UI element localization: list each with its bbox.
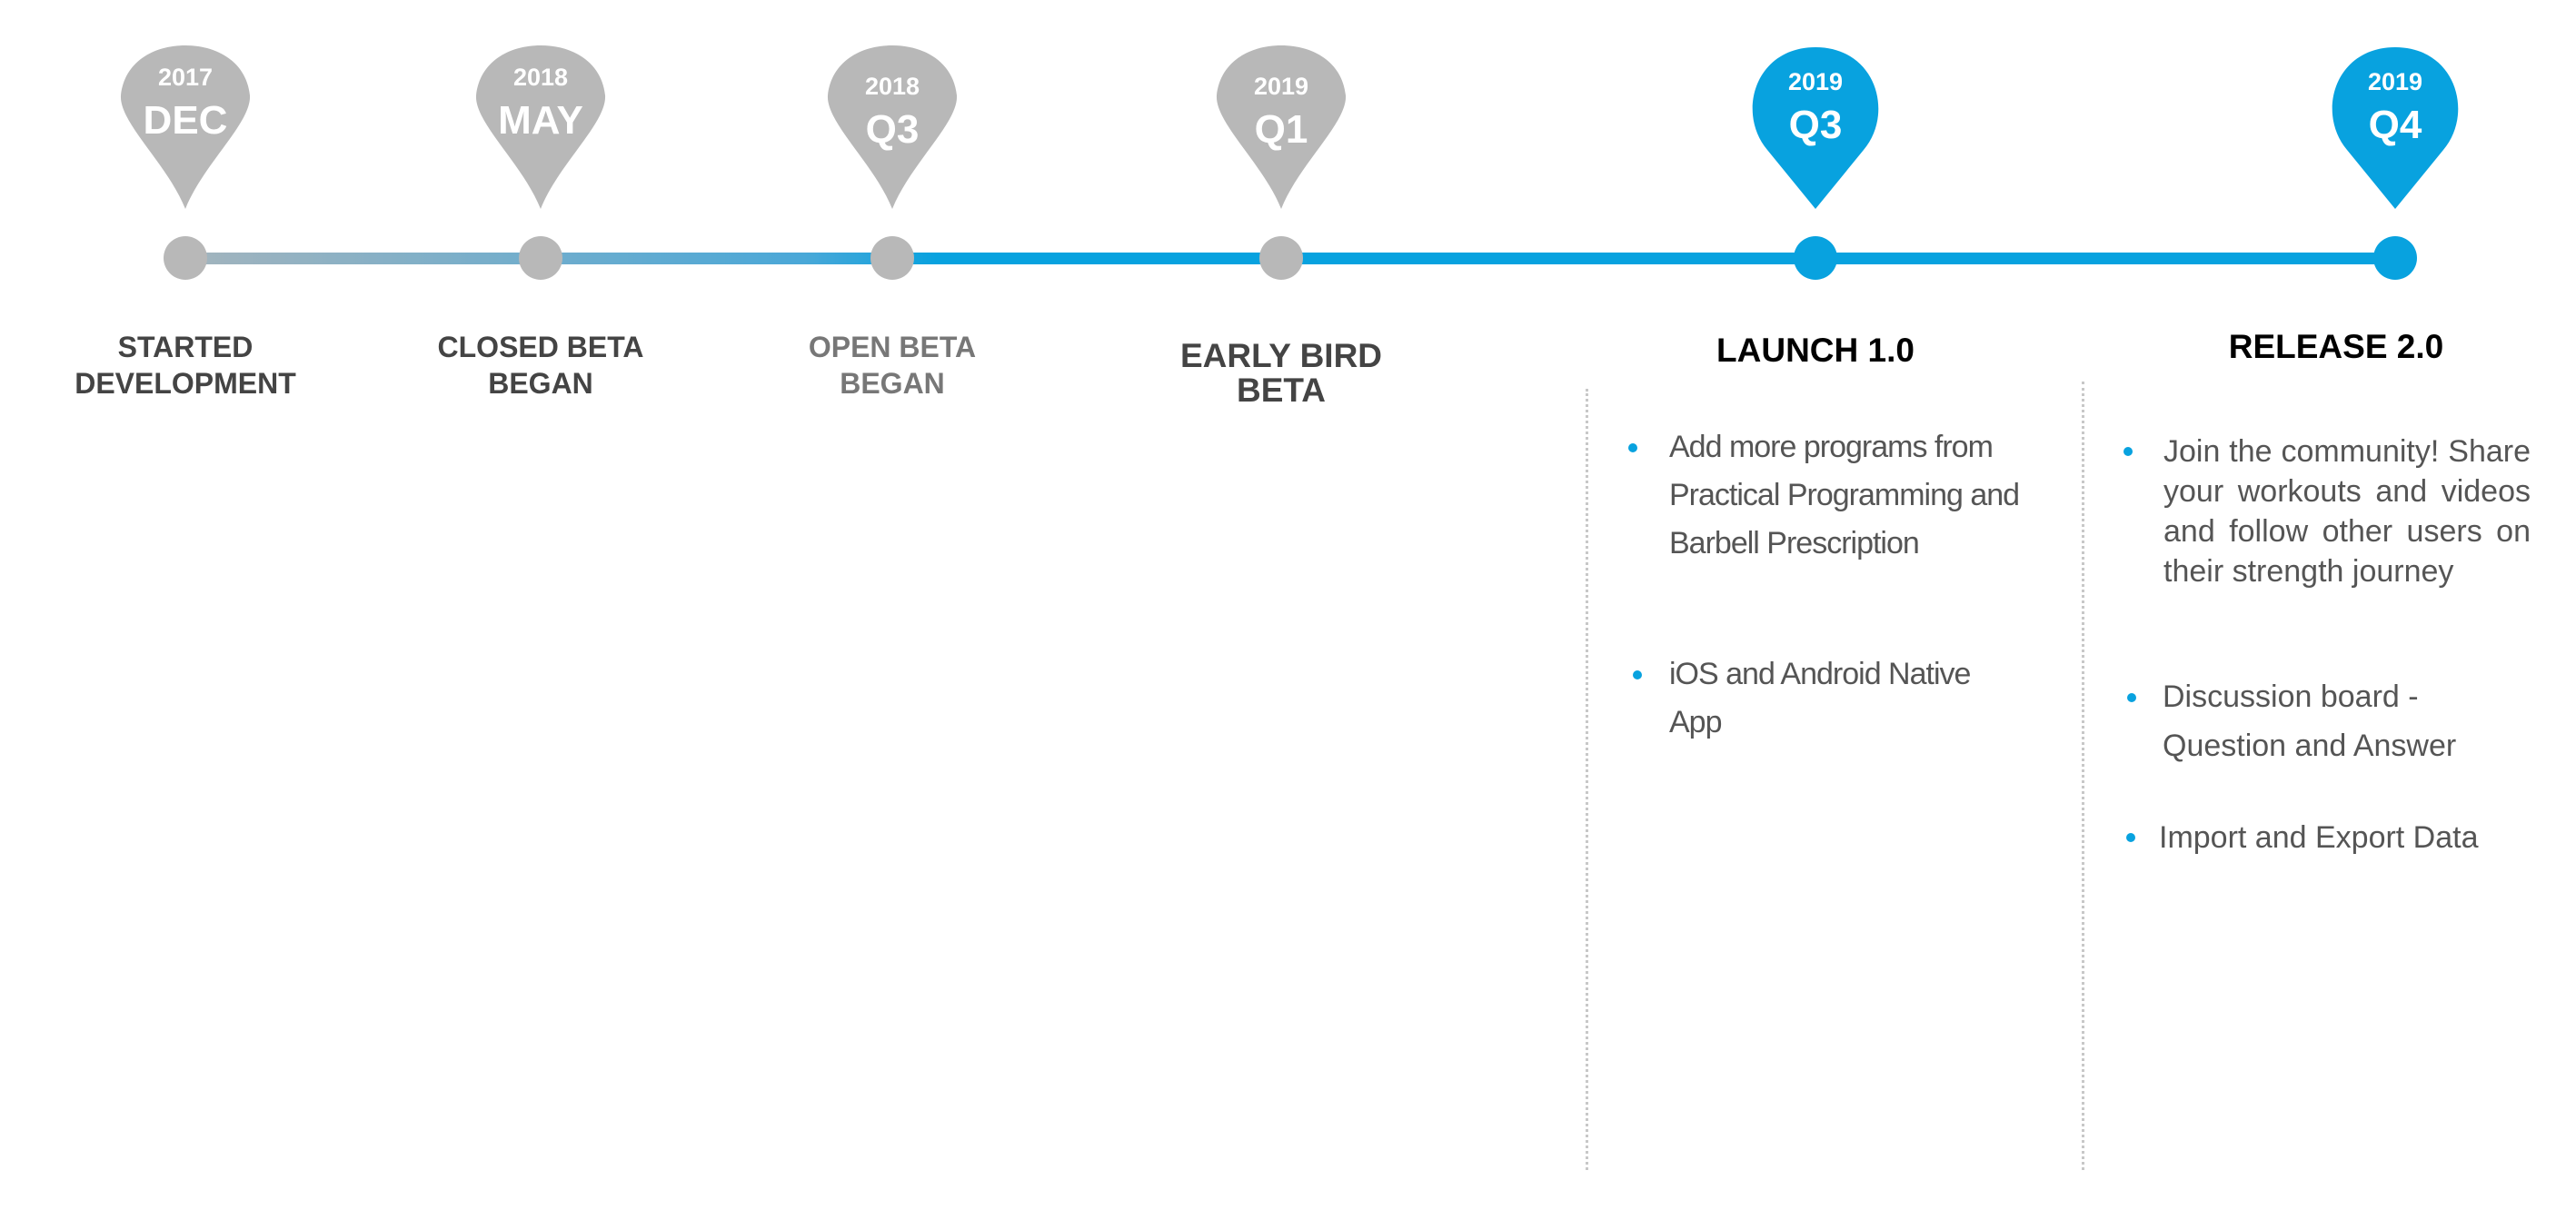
bullet-icon — [2123, 447, 2133, 456]
release-feature: Discussion board - Question and Answer — [2163, 679, 2457, 763]
milestone-label: LAUNCH 1.0 — [1716, 332, 1915, 369]
bullet-icon — [1628, 443, 1637, 452]
milestone-period: DEC — [143, 98, 228, 143]
launch-feature: Add more programs from Practical Program… — [1669, 430, 2020, 560]
milestone-label-line: DEVELOPMENT — [75, 367, 296, 400]
milestone-year: 2019 — [1787, 68, 1844, 95]
milestone-label: CLOSED BETA BEGAN — [438, 329, 644, 402]
milestone-label-line: RELEASE 2.0 — [2228, 328, 2444, 365]
bullet-icon — [2126, 833, 2135, 842]
milestone-period: Q4 — [2368, 103, 2422, 147]
milestone-label: OPEN BETA BEGAN — [809, 329, 976, 402]
milestone-label: RELEASE 2.0 — [2229, 329, 2443, 365]
milestone-period: Q3 — [865, 107, 920, 152]
milestone-label: STARTED DEVELOPMENT — [75, 329, 296, 402]
map-pin-icon — [1216, 45, 1347, 209]
milestone-label-line: EARLY BIRD — [1179, 337, 1383, 374]
milestone-year: 2018 — [864, 73, 920, 100]
milestone-year: 2019 — [1253, 73, 1309, 100]
map-pin-icon — [2332, 47, 2459, 209]
map-pin-icon — [120, 45, 251, 209]
bullet-icon — [1633, 670, 1642, 679]
milestone-label-line: BEGAN — [488, 367, 593, 400]
milestone-dot — [2373, 236, 2417, 280]
milestone-period: Q1 — [1254, 107, 1308, 152]
milestone-label-line: OPEN BETA — [808, 331, 977, 363]
release-feature: Join the community! Share your workouts … — [2163, 434, 2531, 589]
column-divider — [2082, 382, 2084, 1170]
column-divider — [1586, 389, 1588, 1170]
milestone-dot — [1794, 236, 1837, 280]
milestone-label-line: BETA — [1237, 372, 1326, 409]
release-feature: Import and Export Data — [2159, 820, 2479, 855]
milestone-year: 2017 — [157, 64, 214, 91]
bullet-icon — [2127, 693, 2136, 702]
milestone-year: 2018 — [512, 64, 569, 91]
milestone-label-line: STARTED — [117, 331, 254, 363]
milestone-dot — [164, 236, 207, 280]
milestone-label-line: CLOSED BETA — [437, 331, 644, 363]
milestone-dot — [1259, 236, 1303, 280]
map-pin-icon — [827, 45, 958, 209]
map-pin-icon — [475, 45, 606, 209]
milestone-dot — [870, 236, 914, 280]
launch-feature: iOS and Android Native App — [1669, 657, 1971, 739]
map-pin-icon — [1752, 47, 1879, 209]
milestone-year: 2019 — [2367, 68, 2423, 95]
milestone-period: MAY — [498, 98, 583, 143]
milestone-label-line: LAUNCH 1.0 — [1716, 332, 1915, 369]
milestone-period: Q3 — [1788, 103, 1843, 147]
milestone-label-line: BEGAN — [840, 367, 945, 400]
milestone-dot — [519, 236, 562, 280]
